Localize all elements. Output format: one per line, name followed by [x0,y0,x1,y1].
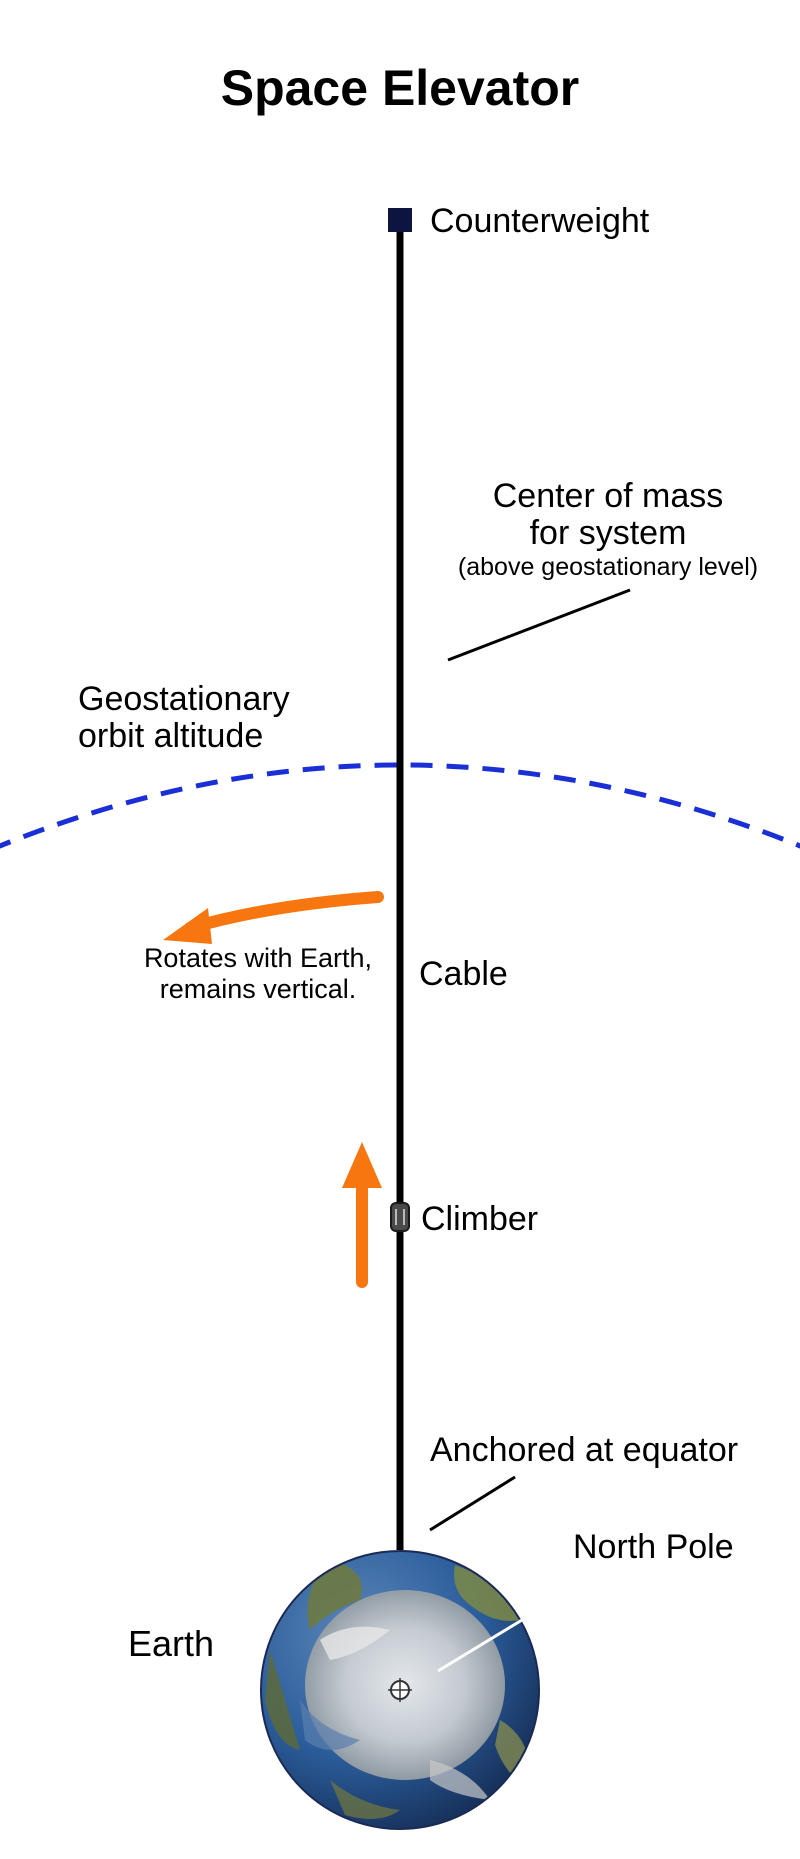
center-of-mass-pointer [447,588,631,662]
arrow-up-icon [342,1142,382,1288]
center-of-mass-label-line2: for system [530,514,687,552]
center-of-mass-note: (above geostationary level) [458,553,758,581]
counterweight-icon [388,208,412,232]
anchored-label: Anchored at equator [430,1431,738,1469]
cable-label: Cable [419,955,508,993]
north-pole-pointer [437,1573,597,1673]
rotation-note-line2: remains vertical. [160,974,357,1004]
rotation-note-line1: Rotates with Earth, [144,943,372,973]
center-of-mass-label-line1: Center of mass [493,477,724,515]
geostationary-orbit-arc [0,762,800,849]
counterweight-label: Counterweight [430,202,650,240]
geostationary-label-line1: Geostationary [78,680,290,718]
climber-label: Climber [421,1200,538,1238]
geostationary-label-line2: orbit altitude [78,717,263,755]
north-pole-label: North Pole [573,1528,734,1566]
page-title: Space Elevator [221,60,580,116]
climber-icon [390,1202,410,1232]
north-pole-marker-icon [388,1678,412,1702]
curved-arrow-left-icon [163,891,384,944]
anchor-pointer [429,1475,516,1532]
earth-label: Earth [128,1623,214,1664]
